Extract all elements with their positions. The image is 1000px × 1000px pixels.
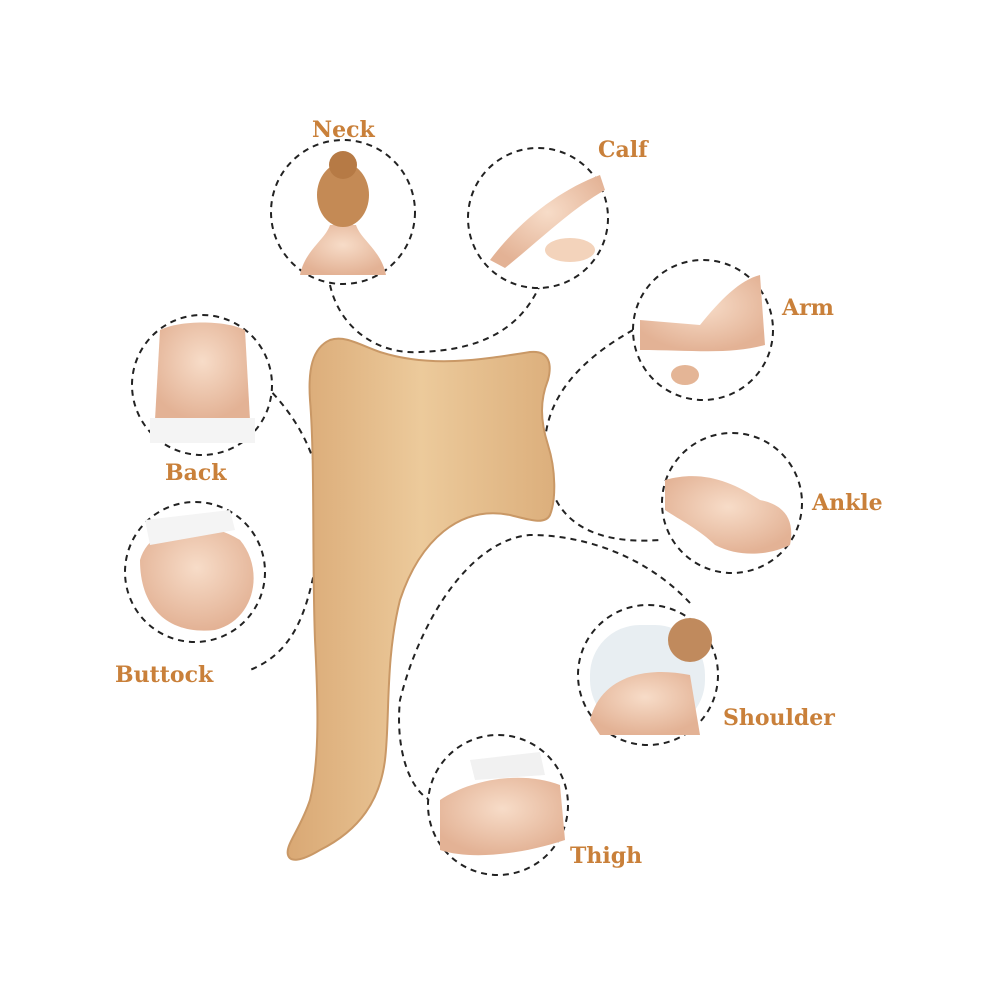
label-calf: Calf xyxy=(598,137,648,163)
back-photo xyxy=(150,322,255,443)
label-ankle: Ankle xyxy=(812,490,883,516)
label-back: Back xyxy=(165,460,227,486)
buttock-photo xyxy=(140,510,254,631)
label-thigh: Thigh xyxy=(570,843,643,869)
shoulder-photo xyxy=(590,618,712,735)
label-neck: Neck xyxy=(312,117,375,143)
wooden-massage-tool xyxy=(286,337,556,861)
thigh-photo xyxy=(440,752,565,856)
calf-photo xyxy=(490,175,605,268)
label-arm: Arm xyxy=(782,295,834,321)
arm-photo xyxy=(640,275,765,385)
label-shoulder: Shoulder xyxy=(723,705,835,731)
neck-photo xyxy=(300,151,386,275)
ankle-photo xyxy=(665,476,792,554)
label-buttock: Buttock xyxy=(115,662,214,688)
